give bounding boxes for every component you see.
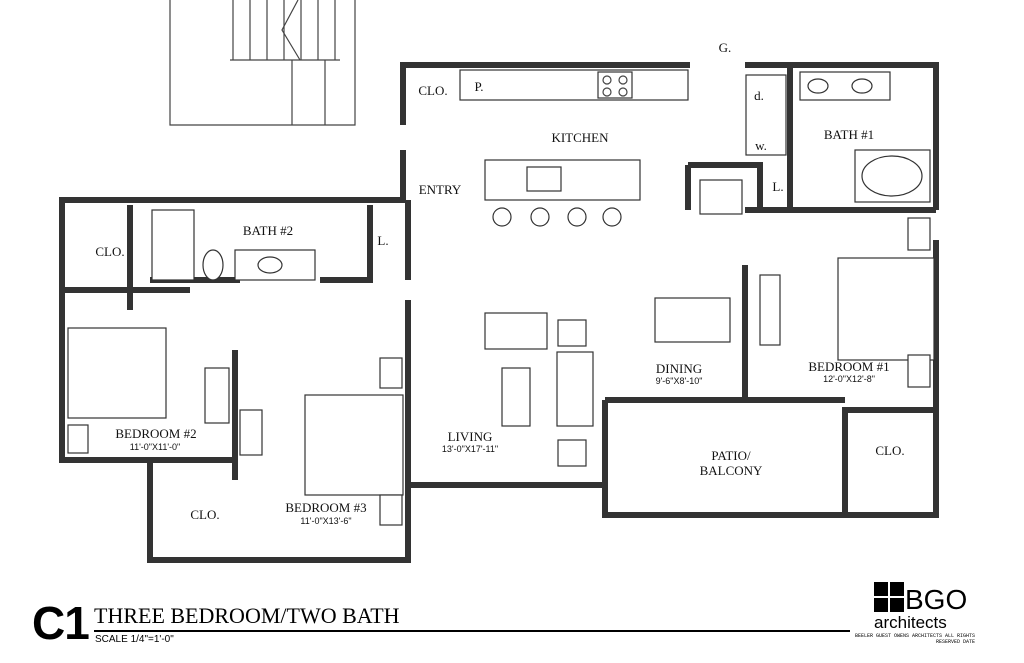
room-label-pantry: P. <box>474 79 483 94</box>
room-dim-dining: 9'-6"X8'-10" <box>656 376 703 386</box>
room-label-entry: ENTRY <box>419 182 462 197</box>
room-label-bath2: BATH #2 <box>243 223 293 238</box>
room-label-garage: G. <box>719 40 732 55</box>
plan-title: THREE BEDROOM/TWO BATH <box>94 603 400 628</box>
room-label-entry-closet: CLO. <box>418 83 447 98</box>
logo-square <box>890 598 904 612</box>
logo-square <box>890 582 904 596</box>
room-label-dining: DINING <box>656 361 702 376</box>
room-label-linen2: L. <box>377 233 388 248</box>
walls <box>59 62 939 563</box>
logo-brand: BGO <box>905 584 968 615</box>
logo-subtitle: architects <box>874 613 947 632</box>
room-label-washer: w. <box>755 138 767 153</box>
room-label-bed1: BEDROOM #1 <box>808 359 889 374</box>
furniture <box>67 217 935 526</box>
room-label-bed3-closet: CLO. <box>190 507 219 522</box>
room-label-kitchen: KITCHEN <box>551 130 609 145</box>
bath-fixtures <box>151 71 931 281</box>
logo-square <box>874 598 888 612</box>
logo-fine-print: BEELER GUEST OWENS ARCHITECTS ALL RIGHTS… <box>854 633 975 645</box>
room-label-balcony: BALCONY <box>700 463 763 478</box>
room-dim-bed1: 12'-0"X12'-8" <box>823 374 875 384</box>
room-dim-living: 13'-0"X17'-11" <box>442 444 498 454</box>
room-label-bed1-closet: CLO. <box>875 443 904 458</box>
room-label-bed2: BEDROOM #2 <box>115 426 196 441</box>
stairwell <box>169 0 356 126</box>
room-label-dryer: d. <box>754 88 764 103</box>
room-label-bed3: BEDROOM #3 <box>285 500 366 515</box>
room-dim-bed2: 11'-0"X11'-0" <box>130 442 181 452</box>
room-labels: KITCHEN ENTRY CLO. P. G. d. w. BATH #1 L… <box>95 40 904 526</box>
logo-square <box>874 582 888 596</box>
kitchen-fixtures <box>459 69 787 227</box>
plan-code: C1 <box>32 597 90 649</box>
title-rule <box>94 630 850 632</box>
room-dim-bed3: 11'-0"X13'-6" <box>300 516 351 526</box>
floor-plan: KITCHEN ENTRY CLO. P. G. d. w. BATH #1 L… <box>59 0 939 563</box>
room-label-living: LIVING <box>448 429 493 444</box>
room-label-bath1: BATH #1 <box>824 127 874 142</box>
room-label-linen1: L. <box>772 179 783 194</box>
room-label-patio: PATIO/ <box>711 448 751 463</box>
room-label-bed2-closet: CLO. <box>95 244 124 259</box>
plan-scale: SCALE 1/4"=1'-0" <box>95 634 174 645</box>
